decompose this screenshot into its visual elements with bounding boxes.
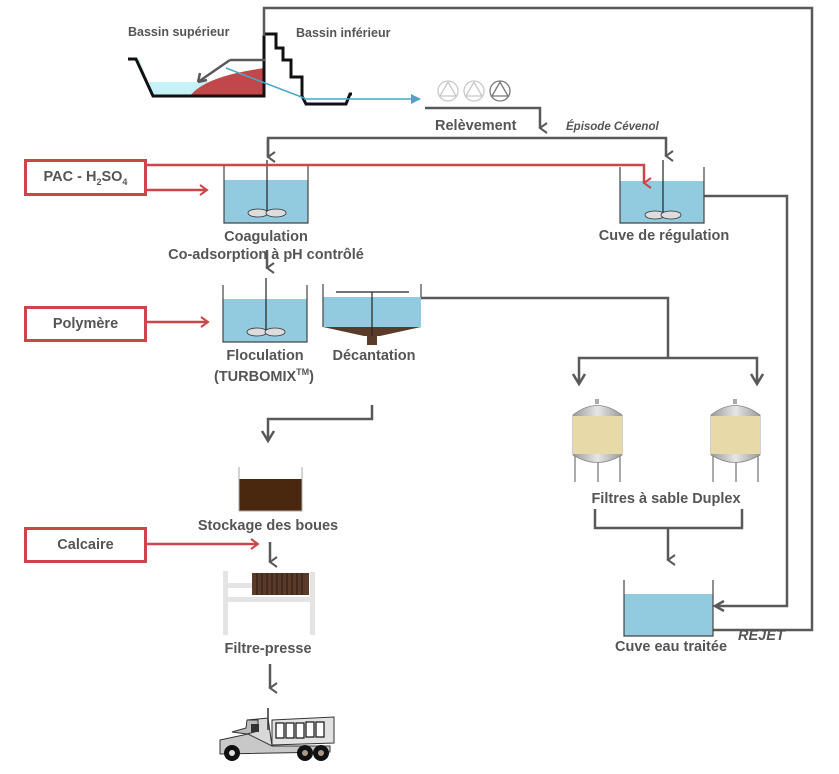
filter-inlet-arrowheads (571, 373, 765, 387)
rejet-return-line (262, 6, 814, 632)
regulation-tank (619, 160, 705, 224)
filter-press (223, 571, 315, 635)
bypass-label: Épisode Cévenol (566, 121, 659, 133)
distribution-line (266, 136, 674, 162)
pump-icon (489, 80, 511, 102)
turbine-flow-arrow (225, 67, 305, 99)
dump-truck-icon (219, 708, 335, 761)
flocculation-tank (222, 278, 308, 343)
flocculation-label: Floculation (226, 348, 304, 364)
treated-water-label: Cuve eau traitée (614, 639, 728, 655)
pac-feed-line (147, 163, 652, 189)
dam-stairs (264, 32, 352, 106)
reagent-pac-label: PAC - H2SO4 (43, 168, 128, 187)
filter-press-label: Filtre-presse (224, 641, 312, 657)
pump-discharge-line (425, 106, 548, 134)
sludge-storage-tank (238, 467, 303, 512)
sand-filter-left (572, 399, 623, 482)
reagent-polymer-box: Polymère (24, 306, 147, 342)
flocculation-sublabel: (TURBOMIXTM) (213, 367, 315, 385)
pump-icon (463, 80, 485, 102)
sludge-storage-label: Stockage des boues (197, 518, 339, 534)
coagulation-tank (223, 160, 309, 224)
filter-collector-line (593, 509, 744, 530)
pump-icon (437, 80, 459, 102)
filter-split-line (577, 356, 759, 384)
reagent-limestone-label: Calcaire (57, 537, 114, 553)
coagulation-label: Coagulation (224, 229, 308, 245)
coagulation-sublabel: Co-adsorption à pH contrôlé (168, 247, 364, 263)
regulation-return-arrowhead (712, 599, 725, 613)
pumps (437, 80, 511, 102)
sludge-line (266, 405, 374, 440)
regulation-outlet-line (703, 194, 789, 608)
treated-water-tank (623, 580, 714, 637)
settling-label: Décantation (332, 348, 416, 364)
sludge-arrowhead (260, 430, 276, 444)
reagent-limestone-box: Calcaire (24, 527, 147, 563)
reagent-pac-box: PAC - H2SO4 (24, 159, 147, 196)
reagent-polymer-label: Polymère (52, 316, 119, 332)
sand-filters-label: Filtres à sable Duplex (591, 491, 741, 507)
settling-tank (322, 284, 422, 345)
lower-reservoir-label: Bassin inférieur (296, 26, 391, 40)
pumping-label: Relèvement (435, 118, 517, 134)
settling-outlet-line (421, 296, 670, 358)
discharge-label: REJET (738, 628, 785, 644)
sand-filter-right (710, 399, 761, 482)
upper-reservoir-label: Bassin supérieur (128, 25, 230, 39)
upper-reservoir (128, 35, 266, 98)
regulation-label: Cuve de régulation (598, 228, 730, 244)
